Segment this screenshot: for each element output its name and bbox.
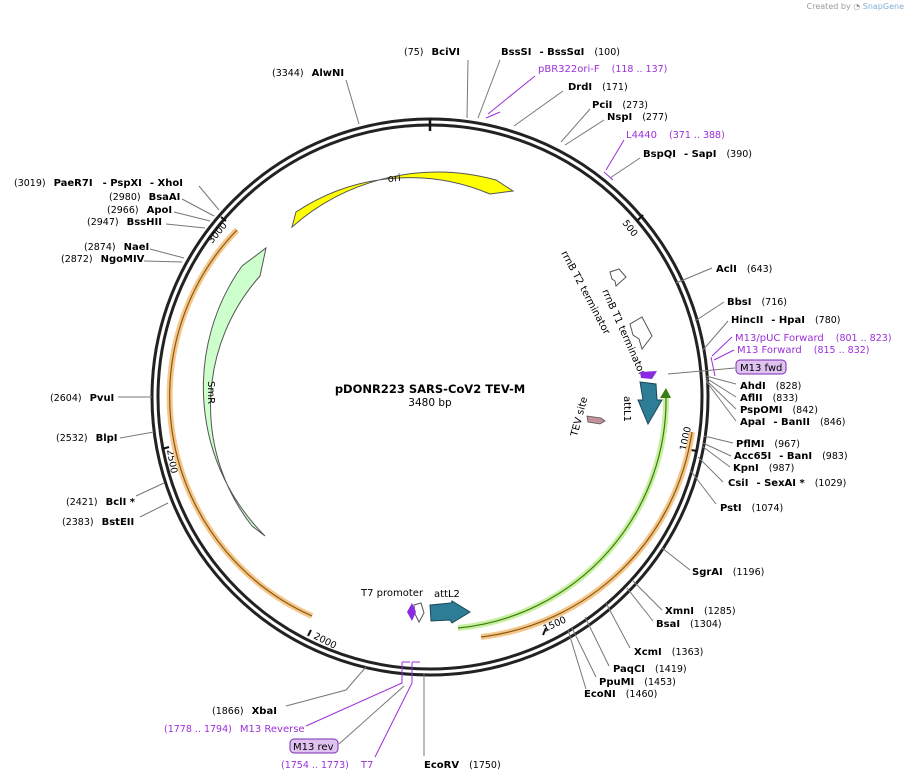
feature-tev-site[interactable] bbox=[586, 415, 606, 425]
enzyme-nspi[interactable]: NspI(277) bbox=[607, 112, 668, 123]
enzyme-xmni[interactable]: XmnI(1285) bbox=[665, 606, 736, 617]
enzyme-acc65i[interactable]: Acc65I- BanI(983) bbox=[734, 451, 848, 462]
enzyme-naei[interactable]: (2874)NaeI bbox=[84, 242, 149, 253]
enzyme-apai[interactable]: ApaI- BanII(846) bbox=[740, 417, 845, 428]
orf-right-orange bbox=[480, 431, 695, 640]
feature-label-ori: ori bbox=[387, 173, 401, 185]
primer-m13-reverse[interactable]: (1778 .. 1794)M13 Reverse bbox=[164, 724, 305, 735]
enzyme-bbsi[interactable]: BbsI(716) bbox=[727, 297, 787, 308]
orf-right-green bbox=[457, 392, 670, 631]
primer-m13-rev-label: M13 rev bbox=[293, 742, 334, 753]
enzyme-bcli[interactable]: (2421)BclI * bbox=[66, 497, 136, 508]
enzyme-bcivi[interactable]: (75)BciVI bbox=[404, 47, 460, 58]
enzyme-apoi[interactable]: (2966)ApoI bbox=[107, 205, 172, 216]
primer-m13-fwd-label: M13 fwd bbox=[740, 363, 782, 374]
feature-rrnb-t1[interactable] bbox=[629, 316, 653, 351]
enzyme-bsaai[interactable]: (2980)BsaAI bbox=[109, 192, 180, 203]
plasmid-length: 3480 bp bbox=[408, 397, 452, 409]
feature-attl1[interactable] bbox=[637, 381, 663, 426]
feature-label-attl1: attL1 bbox=[621, 396, 632, 422]
feature-rrnb-t2[interactable] bbox=[609, 268, 627, 287]
enzyme-xbai[interactable]: (1866)XbaI bbox=[212, 706, 277, 717]
enzyme-bsshii[interactable]: (2947)BssHII bbox=[87, 217, 162, 228]
enzyme-kpni[interactable]: KpnI(987) bbox=[733, 463, 794, 474]
enzyme-econi[interactable]: EcoNI(1460) bbox=[584, 689, 657, 700]
enzyme-ahdi[interactable]: AhdI(828) bbox=[740, 381, 801, 392]
enzyme-ngomiv[interactable]: (2872)NgoMIV bbox=[61, 254, 145, 265]
enzyme-blpi[interactable]: (2532)BlpI bbox=[56, 433, 118, 444]
feature-smr[interactable] bbox=[202, 246, 267, 537]
enzyme-pspomi[interactable]: PspOMI(842) bbox=[740, 405, 818, 416]
primer-pbr322ori-f[interactable]: pBR322ori-F(118 .. 137) bbox=[538, 64, 667, 75]
primer-m13-rev-box[interactable] bbox=[289, 738, 339, 754]
enzyme-acli[interactable]: AclI(643) bbox=[716, 264, 772, 275]
enzyme-aflii[interactable]: AflII(833) bbox=[740, 393, 798, 404]
enzyme-bsssi[interactable]: BssSI- BssSαI(100) bbox=[501, 47, 620, 58]
enzyme-xcmi[interactable]: XcmI(1363) bbox=[634, 647, 703, 658]
primer-m13-fwd-box[interactable] bbox=[735, 359, 787, 375]
feature-label-t7-promoter: T7 promoter bbox=[360, 588, 424, 599]
enzyme-bspqi[interactable]: BspQI- SapI(390) bbox=[643, 149, 752, 160]
enzyme-pvui[interactable]: (2604)PvuI bbox=[50, 393, 114, 404]
enzyme-paer7i[interactable]: (3019)PaeR7I- PspXI- XhoI bbox=[14, 178, 183, 189]
feature-label-smr: SmR bbox=[205, 381, 216, 404]
feature-attl2[interactable] bbox=[429, 600, 471, 624]
plasmid-name: pDONR223 SARS-CoV2 TEV-M bbox=[335, 382, 525, 396]
enzyme-alwni[interactable]: (3344)AlwNI bbox=[272, 68, 344, 79]
enzyme-drdi[interactable]: DrdI(171) bbox=[568, 82, 628, 93]
enzyme-ppumi[interactable]: PpuMI(1453) bbox=[599, 677, 676, 688]
primer-l4440[interactable]: L4440(371 .. 388) bbox=[626, 130, 725, 141]
enzyme-pcii[interactable]: PciI(273) bbox=[592, 100, 648, 111]
enzyme-sgrai[interactable]: SgrAI(1196) bbox=[692, 567, 764, 578]
enzyme-bsai[interactable]: BsaI(1304) bbox=[656, 619, 722, 630]
enzyme-csii[interactable]: CsiI- SexAI *(1029) bbox=[728, 478, 846, 489]
enzyme-hincii[interactable]: HincII- HpaI(780) bbox=[731, 315, 840, 326]
enzyme-bsteii[interactable]: (2383)BstEII bbox=[62, 517, 134, 528]
orf-left-line bbox=[169, 229, 313, 617]
feature-label-attl2: attL2 bbox=[434, 589, 460, 600]
enzyme-ecorv[interactable]: EcoRV(1750) bbox=[424, 760, 501, 771]
feature-ori[interactable] bbox=[291, 171, 515, 229]
m13-fwd-marker bbox=[640, 371, 657, 379]
t7-marker bbox=[407, 603, 416, 621]
primer-m13-forward[interactable]: M13 Forward(815 .. 832) bbox=[737, 345, 870, 356]
snapgene-logo-icon: ◔ bbox=[853, 2, 861, 11]
primer-t7[interactable]: (1754 .. 1773)T7 bbox=[281, 760, 373, 771]
orf-right-orange-line bbox=[480, 431, 693, 638]
enzyme-pflmi[interactable]: PflMI(967) bbox=[736, 439, 800, 450]
enzyme-paqci[interactable]: PaqCI(1419) bbox=[613, 664, 687, 675]
primer-m13-puc-forward[interactable]: M13/pUC Forward(801 .. 823) bbox=[735, 333, 892, 344]
watermark: Created by ◔ SnapGene bbox=[806, 2, 904, 11]
orf-right-green-line bbox=[457, 392, 667, 629]
enzyme-psti[interactable]: PstI(1074) bbox=[720, 503, 783, 514]
